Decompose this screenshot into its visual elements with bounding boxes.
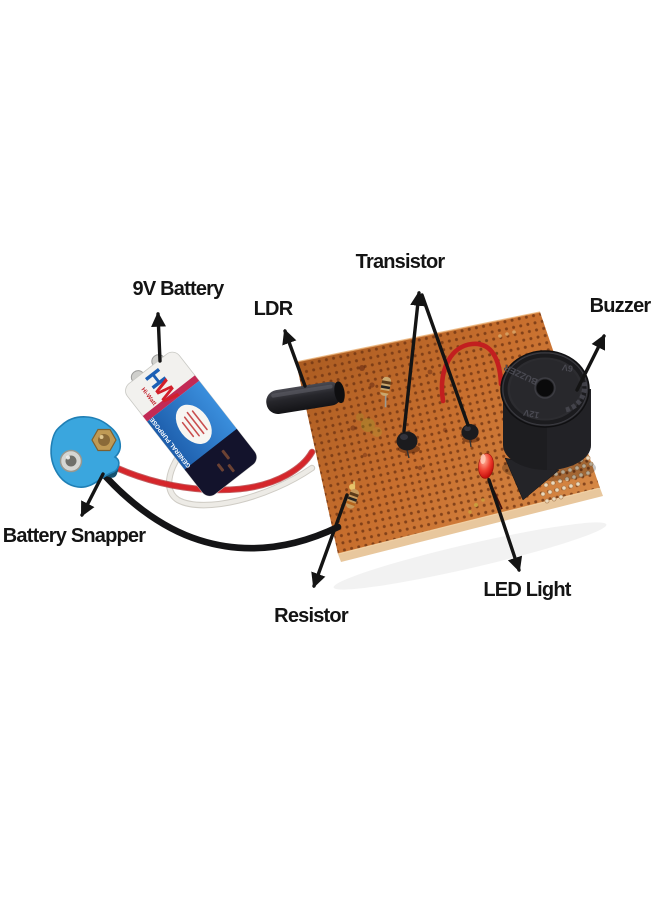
resistor-component-bottom [346, 481, 360, 509]
battery-oval-label [175, 404, 212, 444]
transistor-label: Transistor [355, 251, 446, 273]
ldr-component [266, 381, 345, 414]
ldr-label: LDR [253, 298, 294, 320]
resistor-label: Resistor [274, 605, 348, 627]
led-arrow [487, 478, 523, 573]
buzzer-embossed-brand-arc [565, 381, 588, 413]
battery-snapper-label: Battery Snapper [2, 525, 146, 547]
transistor-component-left [396, 431, 420, 459]
battery-snapper-arrow [80, 472, 105, 517]
ldr-arrow [282, 328, 307, 388]
snapper-red-wire [100, 448, 316, 494]
battery-label: 9V Battery [132, 278, 225, 300]
snapper-black-wire [95, 465, 342, 552]
board-shadow [333, 522, 607, 590]
buzzer-component: BUZZER 6V 12V [500, 350, 596, 501]
snapper-round-terminal [59, 449, 83, 473]
battery-snapper-component [50, 416, 122, 488]
perfboard-side-edge [338, 488, 603, 562]
transistor-component-right [461, 424, 480, 448]
transistor-arrow-right [420, 293, 470, 427]
snapper-hex-terminal [91, 428, 117, 452]
resistor-component-top [380, 376, 392, 408]
battery-end-panel-marks [217, 449, 235, 473]
buzzer-embossed-6v: 6V [561, 362, 574, 374]
battery-arrow [151, 311, 167, 363]
buzzer-embossed-12v: 12V [523, 407, 541, 420]
transistor-arrow-left [402, 290, 426, 433]
resistor-arrow [311, 493, 349, 589]
buzzer-red-wire [439, 341, 504, 404]
buzzer-label: Buzzer [589, 295, 652, 317]
led-label: LED Light [483, 579, 571, 601]
board-flux-spots [350, 330, 516, 514]
buzzer-arrow [575, 333, 606, 392]
annotation-arrows [80, 290, 606, 589]
